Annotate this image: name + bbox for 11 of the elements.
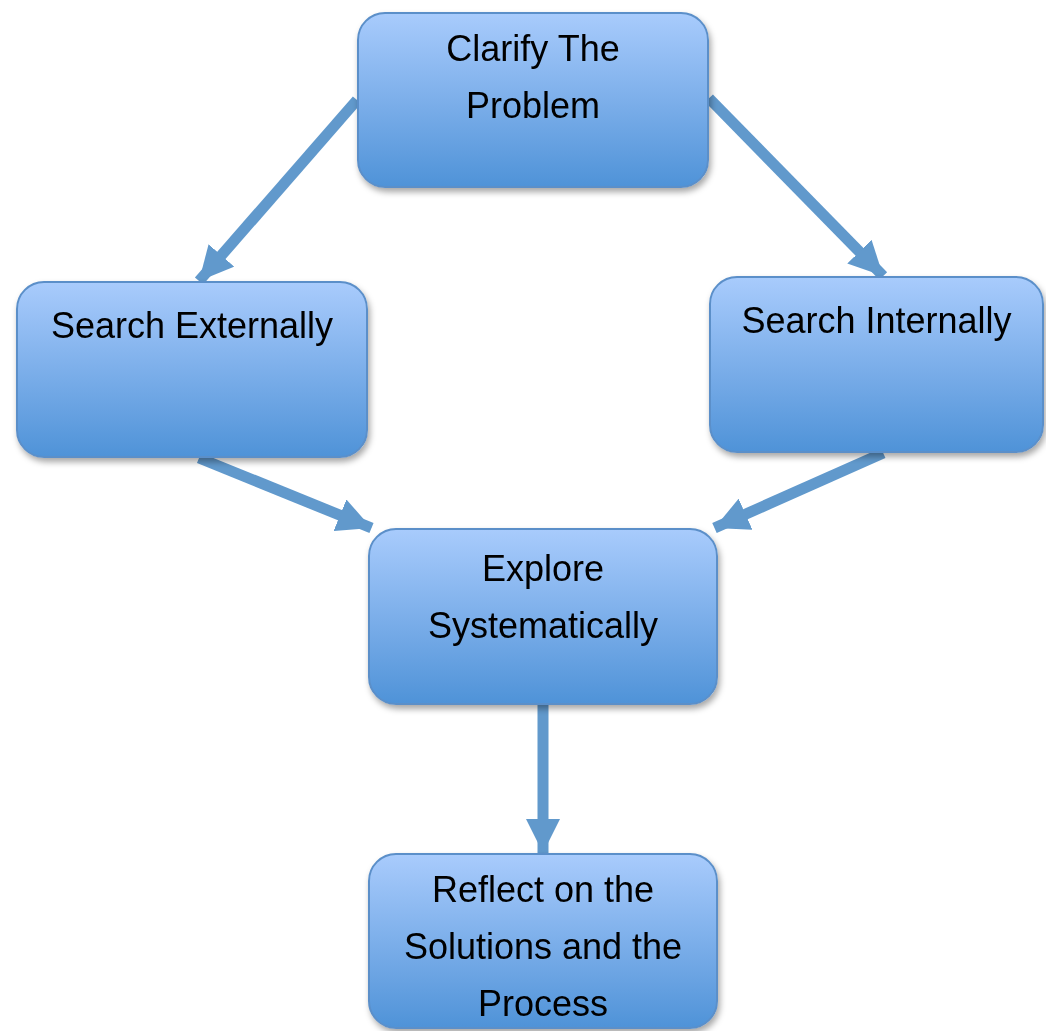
process-box <box>368 853 718 1029</box>
box-text: Reflect on the Solutions and the Process <box>402 868 684 1026</box>
arrow <box>526 705 560 853</box>
box-text: Search Internally <box>740 299 1013 343</box>
box-text: Explore Systematically <box>426 547 660 648</box>
box-text: Search Externally <box>49 304 335 348</box>
process-box <box>357 12 709 188</box>
process-box <box>16 281 368 458</box>
box-text: Clarify The Problem <box>445 27 621 128</box>
process-box <box>709 276 1044 453</box>
process-box <box>368 528 718 705</box>
